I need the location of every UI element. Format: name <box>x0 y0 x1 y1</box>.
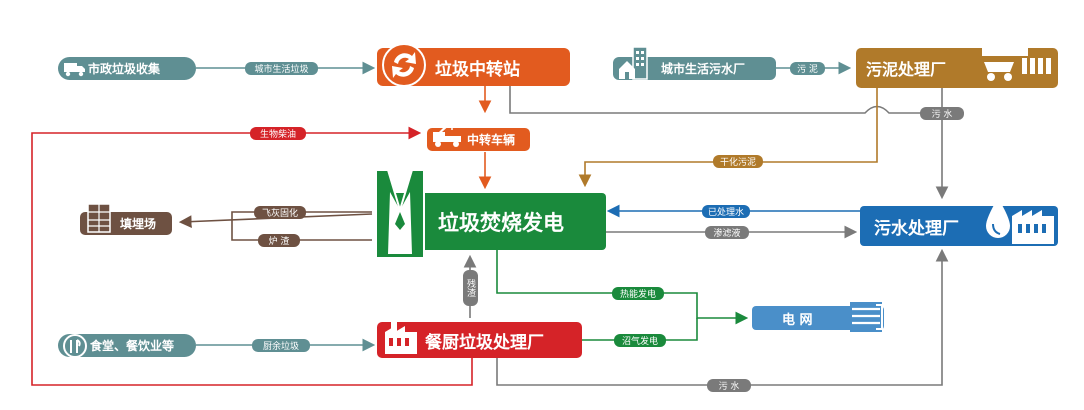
label-sludge: 污 泥 <box>790 62 825 75</box>
node-sludge-plant-label: 污泥处理厂 <box>866 60 947 79</box>
water-drop-factory-icon <box>982 194 1058 250</box>
kitchen-factory-icon <box>381 308 421 358</box>
node-transfer-vehicle-label: 中转车辆 <box>467 133 516 147</box>
node-kitchen-plant: 餐厨垃圾处理厂 <box>377 310 582 358</box>
node-transfer-station: 垃圾中转站 <box>377 43 570 87</box>
node-landfill: 填埋场 <box>80 203 172 235</box>
edge-thermal-power <box>496 250 749 325</box>
label-biogas-power: 沼气发电 <box>614 334 666 347</box>
label-slag: 炉 渣 <box>258 234 300 247</box>
label-biodiesel: 生物柴油 <box>250 127 306 140</box>
edge-station-sewage <box>509 86 942 114</box>
node-canteen: 食堂、餐饮业等 <box>58 333 196 359</box>
edge-biodiesel <box>31 126 473 386</box>
label-thermal-power: 热能发电 <box>612 287 664 300</box>
landfill-icon <box>84 202 114 234</box>
factory-cart-icon <box>974 32 1056 88</box>
node-city-sewage: 城市生活污水厂 <box>613 46 776 80</box>
node-wastewater-plant-label: 污水处理厂 <box>874 218 959 239</box>
label-residue: 残渣 <box>463 270 478 306</box>
power-grid-icon <box>848 300 884 334</box>
node-grid-label: 电 网 <box>782 312 813 328</box>
node-transfer-station-label: 垃圾中转站 <box>435 59 520 80</box>
node-landfill-label: 填埋场 <box>120 217 157 231</box>
tow-truck-icon <box>429 114 465 150</box>
edge-dried-sludge <box>578 88 878 188</box>
node-sludge-plant: 污泥处理厂 <box>856 32 1058 88</box>
label-treated-water: 已处理水 <box>702 205 750 218</box>
label-domestic-waste: 城市生活垃圾 <box>245 62 318 75</box>
node-city-sewage-label: 城市生活污水厂 <box>661 62 746 76</box>
node-transfer-vehicle: 中转车辆 <box>427 120 530 151</box>
furnace-icon <box>372 168 428 260</box>
label-kitchen-waste: 厨余垃圾 <box>252 339 310 352</box>
node-municipal: 市政垃圾收集 <box>58 57 196 80</box>
label-sewage-top: 污 水 <box>920 107 964 120</box>
node-incineration-label: 垃圾焚烧发电 <box>438 210 564 235</box>
node-wastewater-plant: 污水处理厂 <box>860 198 1058 246</box>
label-dried-sludge: 干化污泥 <box>713 155 763 168</box>
recycle-icon <box>381 42 427 88</box>
dining-icon <box>62 333 88 359</box>
node-grid: 电 网 <box>752 302 884 332</box>
label-leachate: 渗滤液 <box>705 226 749 239</box>
truck-icon <box>63 59 87 77</box>
building-icon <box>617 43 657 81</box>
label-sewage-bottom: 污 水 <box>707 379 751 392</box>
node-canteen-label: 食堂、餐饮业等 <box>90 339 175 353</box>
node-kitchen-plant-label: 餐厨垃圾处理厂 <box>425 332 544 353</box>
node-municipal-label: 市政垃圾收集 <box>88 62 161 76</box>
label-fly-ash: 飞灰固化 <box>254 206 306 219</box>
